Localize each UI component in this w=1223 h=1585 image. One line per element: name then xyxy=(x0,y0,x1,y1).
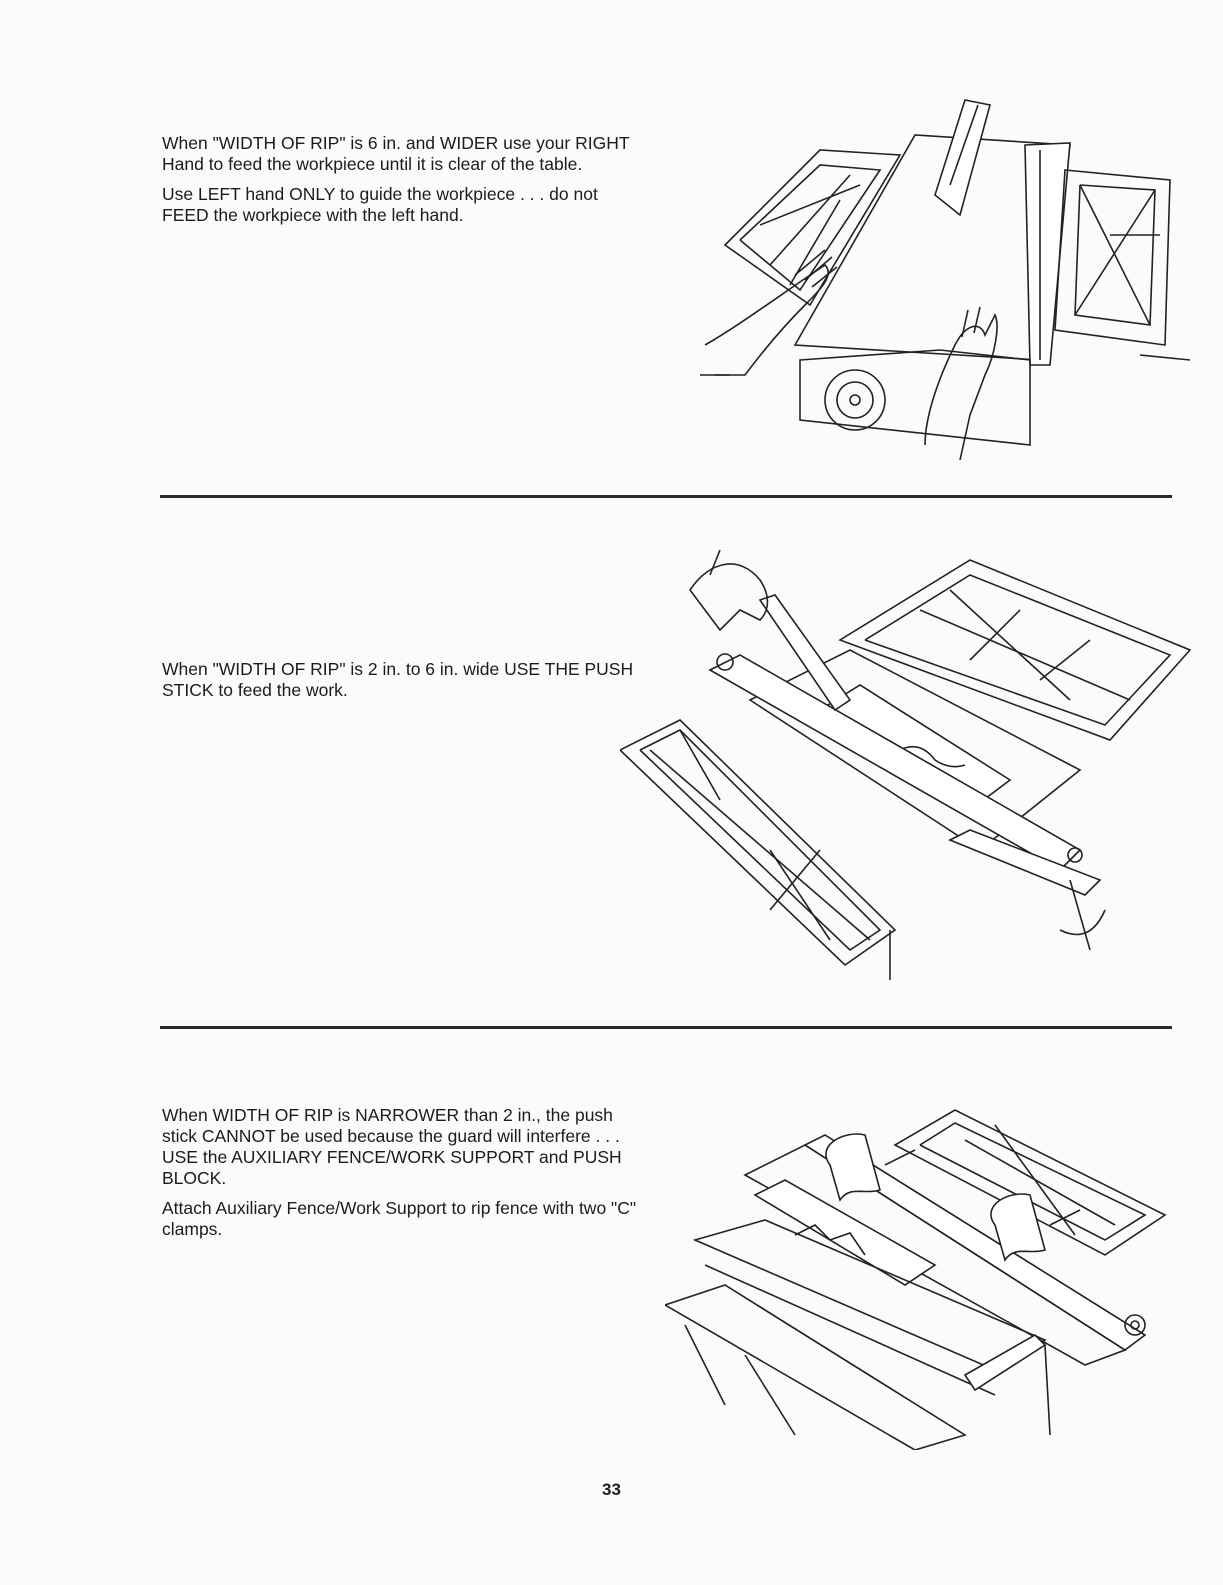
section-1-paragraph-1: When "WIDTH OF RIP" is 6 in. and WIDER u… xyxy=(162,133,630,174)
illustration-hands-feeding-workpiece xyxy=(700,75,1190,465)
divider-rule-2 xyxy=(160,1026,1172,1029)
illustration-auxiliary-fence-clamps xyxy=(665,1105,1195,1450)
section-3-paragraph-2: Attach Auxiliary Fence/Work Support to r… xyxy=(162,1198,637,1239)
page-number: 33 xyxy=(602,1480,621,1499)
section-1-text: When "WIDTH OF RIP" is 6 in. and WIDER u… xyxy=(162,133,647,235)
illustration-push-stick xyxy=(620,550,1195,990)
section-1-paragraph-2: Use LEFT hand ONLY to guide the workpiec… xyxy=(162,184,598,225)
section-3-text: When WIDTH OF RIP is NARROWER than 2 in.… xyxy=(162,1105,647,1249)
divider-rule-1 xyxy=(160,495,1172,498)
section-2-paragraph-1: When "WIDTH OF RIP" is 2 in. to 6 in. wi… xyxy=(162,659,634,700)
section-2-text: When "WIDTH OF RIP" is 2 in. to 6 in. wi… xyxy=(162,659,647,710)
section-3-paragraph-1: When WIDTH OF RIP is NARROWER than 2 in.… xyxy=(162,1105,622,1188)
